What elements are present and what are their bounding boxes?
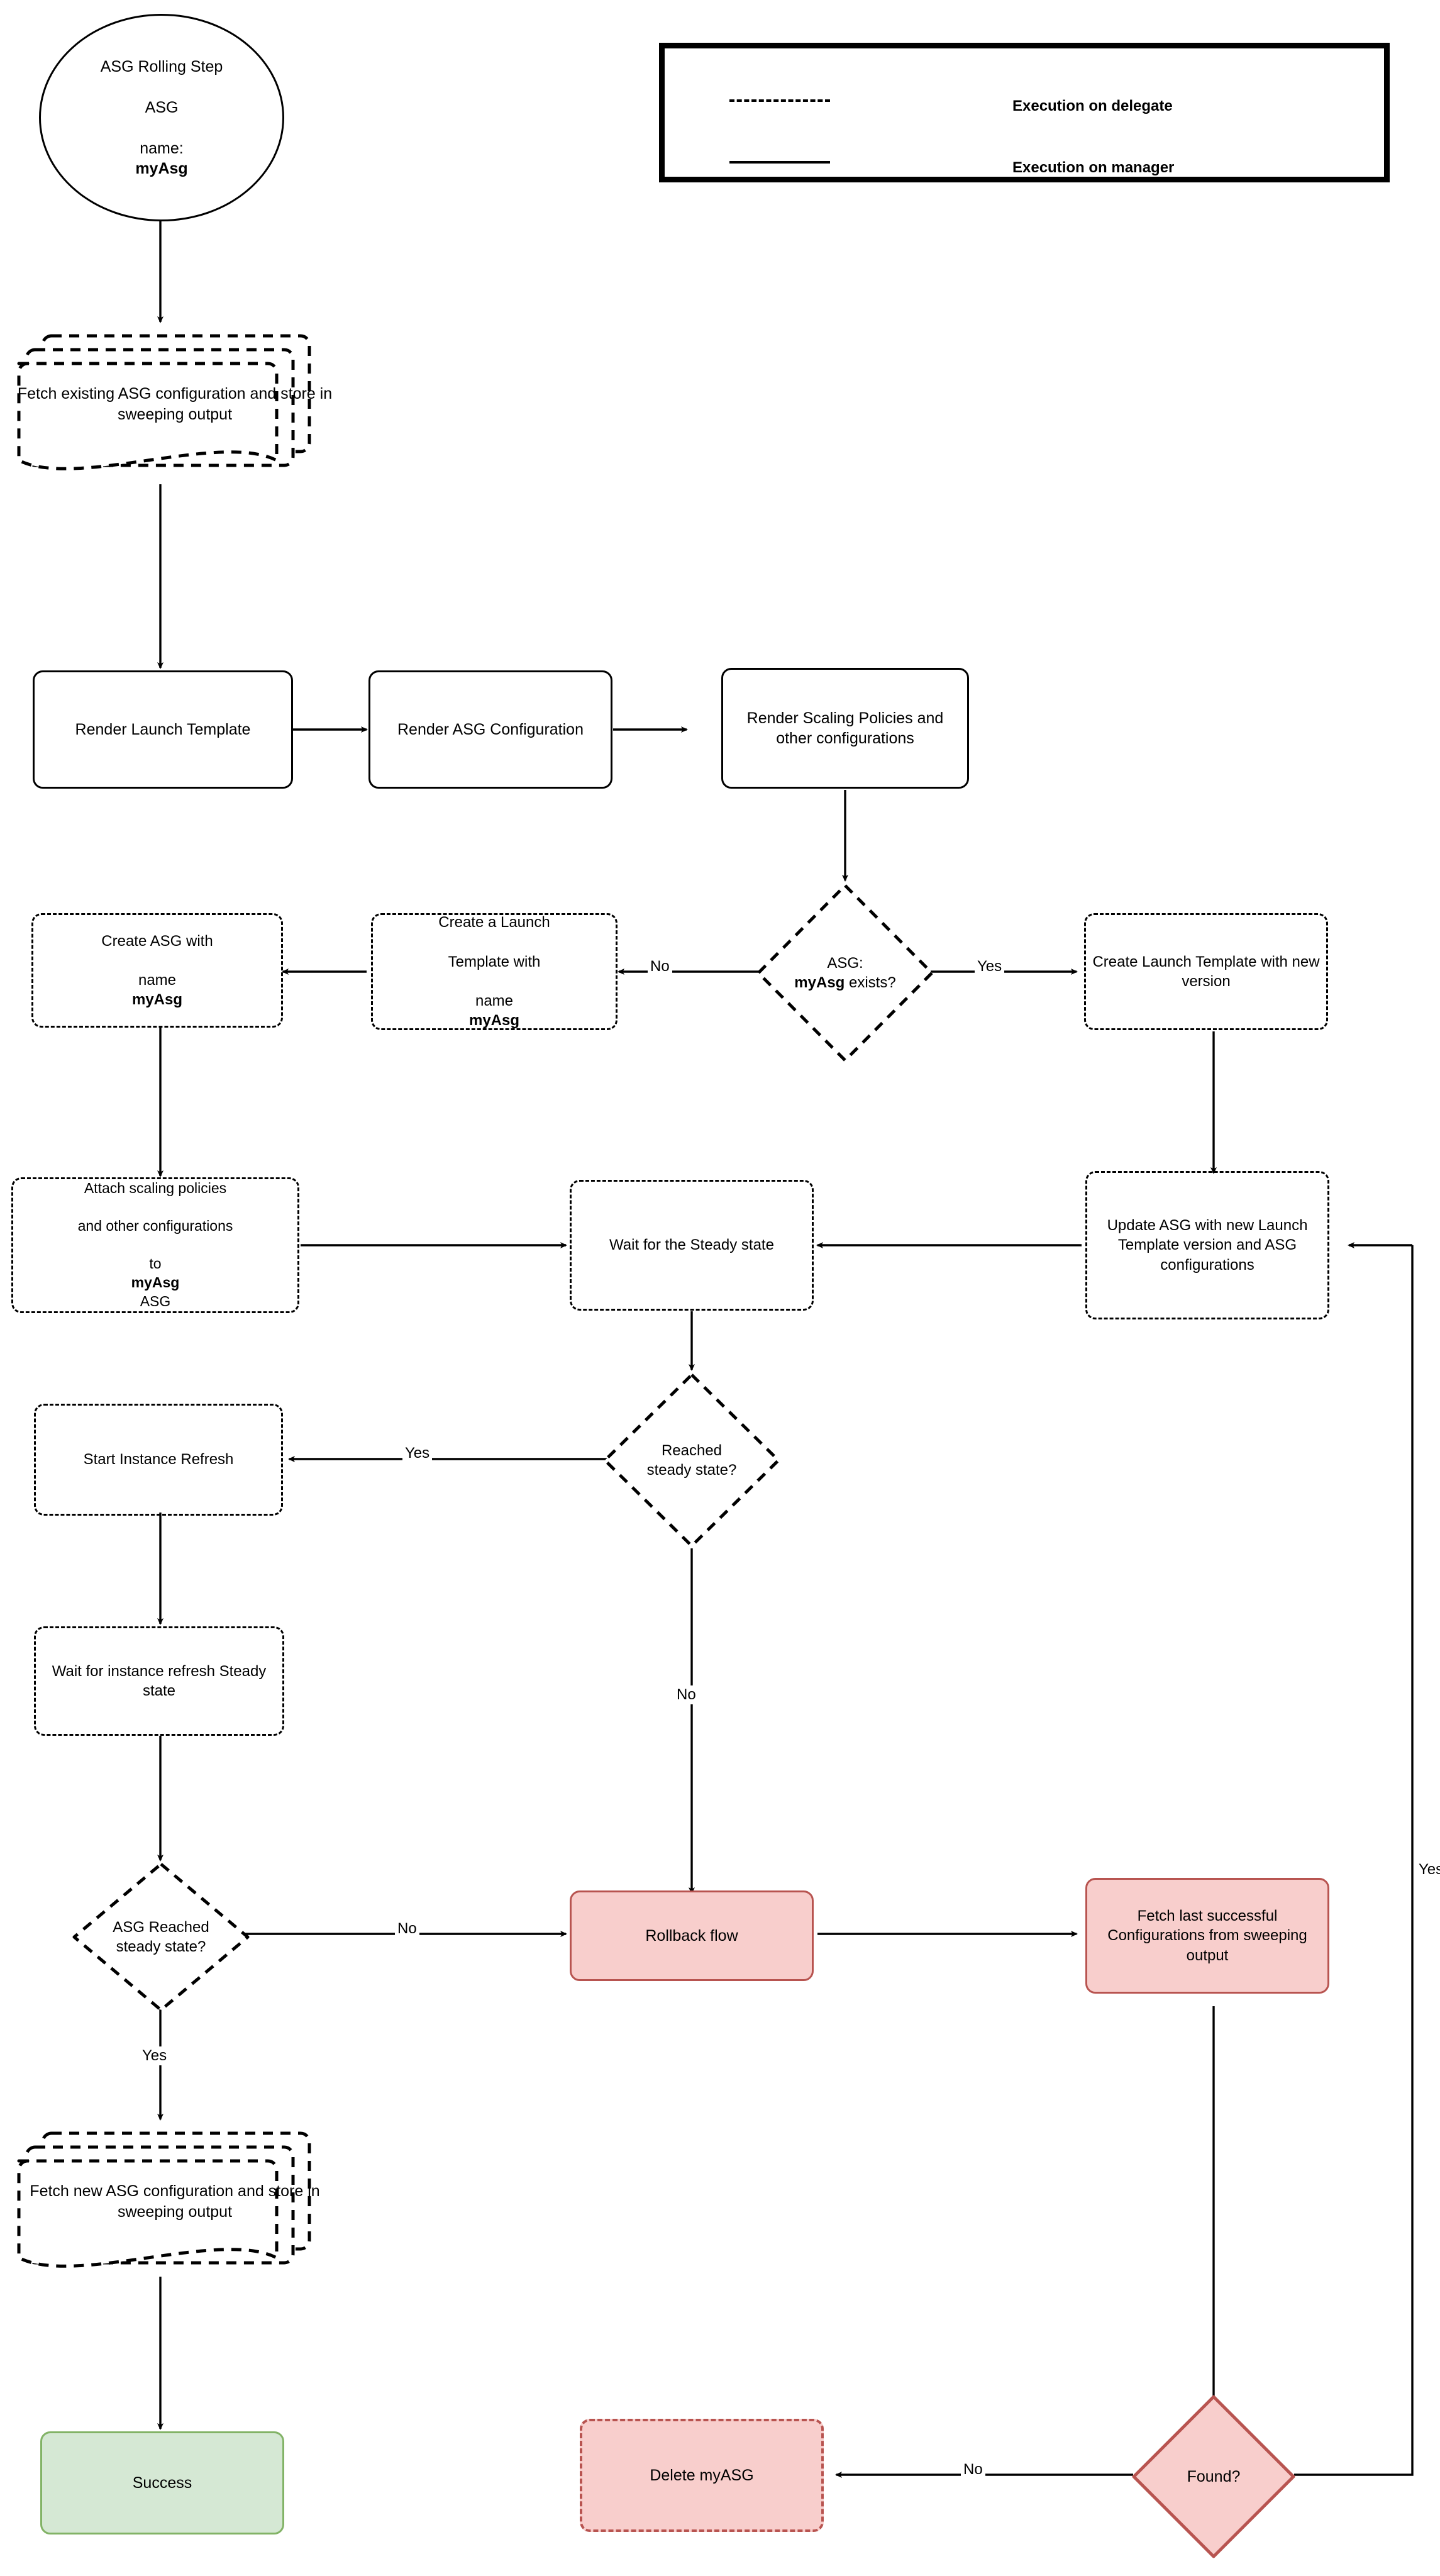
decision-diamond-shape-icon — [756, 884, 934, 1062]
render-asg-configuration-label: Render ASG Configuration — [397, 720, 584, 738]
wait-steady-label: Wait for the Steady state — [609, 1236, 774, 1254]
attach-line-3-bold: myAsg — [131, 1274, 180, 1291]
attach-line-1: Attach scaling policies — [84, 1180, 227, 1197]
node-fetch-last-successful-configs[interactable]: Fetch last successful Configurations fro… — [1085, 1878, 1329, 1994]
start-refresh-label: Start Instance Refresh — [83, 1451, 234, 1468]
asg-exists-bold: myAsg — [794, 974, 845, 991]
edge-label-yes-found: Yes — [1416, 1860, 1440, 1879]
node-start-asg-rolling-step[interactable]: ASG Rolling Step ASG name: myAsg — [39, 14, 284, 221]
node-asg-exists-decision[interactable]: ASG: myAsg exists? — [755, 882, 936, 1064]
node-rollback-flow[interactable]: Rollback flow — [570, 1890, 814, 1981]
node-create-launch-template-with-name[interactable]: Create a Launch Template with name myAsg — [371, 913, 618, 1030]
legend-label-delegate: Execution on delegate — [1012, 97, 1173, 114]
success-label: Success — [132, 2473, 192, 2492]
create-lt-name-line-2: Template with — [448, 953, 541, 970]
delete-myasg-label: Delete myASG — [650, 2466, 754, 2484]
decision-diamond-shape-icon — [603, 1373, 780, 1548]
reached-steady-line-1: Reached — [661, 1441, 723, 1459]
render-launch-template-label: Render Launch Template — [75, 720, 251, 738]
fetch-existing-label: Fetch existing ASG configuration and sto… — [17, 385, 333, 423]
edge-label-yes-reached-steady: Yes — [402, 1444, 433, 1463]
create-asg-name-line-1: Create ASG with — [101, 932, 213, 950]
node-render-scaling-policies[interactable]: Render Scaling Policies and other config… — [721, 668, 969, 789]
legend-row-delegate — [729, 99, 830, 102]
update-asg-label: Update ASG with new Launch Template vers… — [1107, 1217, 1308, 1274]
fetch-new-label: Fetch new ASG configuration and store in… — [30, 2182, 320, 2221]
create-asg-name-line-2-prefix: name — [138, 972, 177, 989]
edge-label-no-asg-reached: No — [395, 1919, 419, 1938]
legend-row-manager — [729, 161, 830, 164]
decision-diamond-shape-icon — [1132, 2395, 1295, 2558]
attach-line-3-suffix: ASG — [140, 1292, 171, 1309]
node-delete-myasg[interactable]: Delete myASG — [580, 2419, 824, 2532]
multi-document-shape-icon — [17, 334, 311, 470]
attach-line-2: and other configurations — [77, 1218, 233, 1235]
create-lt-name-line-3-bold: myAsg — [468, 1012, 520, 1030]
node-wait-for-steady-state[interactable]: Wait for the Steady state — [570, 1180, 814, 1311]
legend-solid-line-icon — [729, 161, 830, 164]
legend-box — [659, 43, 1390, 182]
start-line-2: ASG — [145, 98, 179, 116]
node-render-asg-configuration[interactable]: Render ASG Configuration — [368, 670, 612, 789]
start-line-3-bold: myAsg — [135, 160, 188, 177]
node-fetch-existing-asg-config[interactable]: Fetch existing ASG configuration and sto… — [6, 322, 332, 487]
wait-refresh-label: Wait for instance refresh Steady state — [52, 1662, 267, 1699]
node-found-decision[interactable]: Found? — [1131, 2394, 1297, 2560]
create-lt-new-version-label: Create Launch Template with new version — [1092, 953, 1320, 990]
edge-label-yes-asg-reached: Yes — [140, 2046, 170, 2065]
create-lt-name-line-3-prefix: name — [475, 992, 514, 1010]
node-create-launch-template-new-version[interactable]: Create Launch Template with new version — [1084, 913, 1328, 1030]
start-line-1: ASG Rolling Step — [100, 57, 223, 75]
attach-line-3-prefix: to — [149, 1255, 162, 1272]
decision-diamond-shape-icon — [72, 1862, 250, 2012]
node-update-asg-new-launch-template[interactable]: Update ASG with new Launch Template vers… — [1085, 1171, 1329, 1319]
found-label: Found? — [1187, 2467, 1241, 2485]
reached-steady-line-2: steady state? — [646, 1462, 737, 1479]
create-lt-name-line-1: Create a Launch — [438, 914, 550, 931]
fetch-last-label: Fetch last successful Configurations fro… — [1107, 1907, 1307, 1964]
asg-exists-line-1: ASG: — [827, 954, 863, 972]
node-success[interactable]: Success — [40, 2431, 284, 2534]
asg-reached-line-1: ASG Reached — [113, 1918, 209, 1936]
node-wait-instance-refresh-steady[interactable]: Wait for instance refresh Steady state — [34, 1626, 284, 1736]
node-reached-steady-state-decision[interactable]: Reached steady state? — [601, 1371, 782, 1550]
asg-exists-rest: exists? — [845, 974, 896, 991]
node-start-instance-refresh[interactable]: Start Instance Refresh — [34, 1404, 283, 1516]
edge-label-no-reached-steady: No — [674, 1685, 699, 1704]
node-attach-scaling-policies[interactable]: Attach scaling policies and other config… — [11, 1177, 299, 1313]
render-scaling-policies-label: Render Scaling Policies and other config… — [746, 709, 944, 748]
node-fetch-new-asg-config[interactable]: Fetch new ASG configuration and store in… — [6, 2119, 323, 2284]
node-asg-reached-steady-state-decision[interactable]: ASG Reached steady state? — [70, 1860, 252, 2014]
edge-label-no-found: No — [961, 2460, 985, 2479]
legend-label-manager: Execution on manager — [1012, 159, 1175, 176]
asg-reached-line-2: steady state? — [116, 1938, 206, 1955]
node-render-launch-template[interactable]: Render Launch Template — [33, 670, 293, 789]
create-asg-name-line-2-bold: myAsg — [131, 991, 183, 1009]
rollback-flow-label: Rollback flow — [645, 1926, 738, 1945]
legend-dashed-line-icon — [729, 99, 830, 102]
node-create-asg-with-name[interactable]: Create ASG with name myAsg — [31, 913, 283, 1028]
start-line-3-prefix: name: — [140, 139, 184, 157]
edge-label-yes-asg-exists: Yes — [975, 957, 1005, 976]
multi-document-shape-icon — [17, 2131, 311, 2268]
edge-label-no-asg-exists: No — [648, 957, 672, 976]
